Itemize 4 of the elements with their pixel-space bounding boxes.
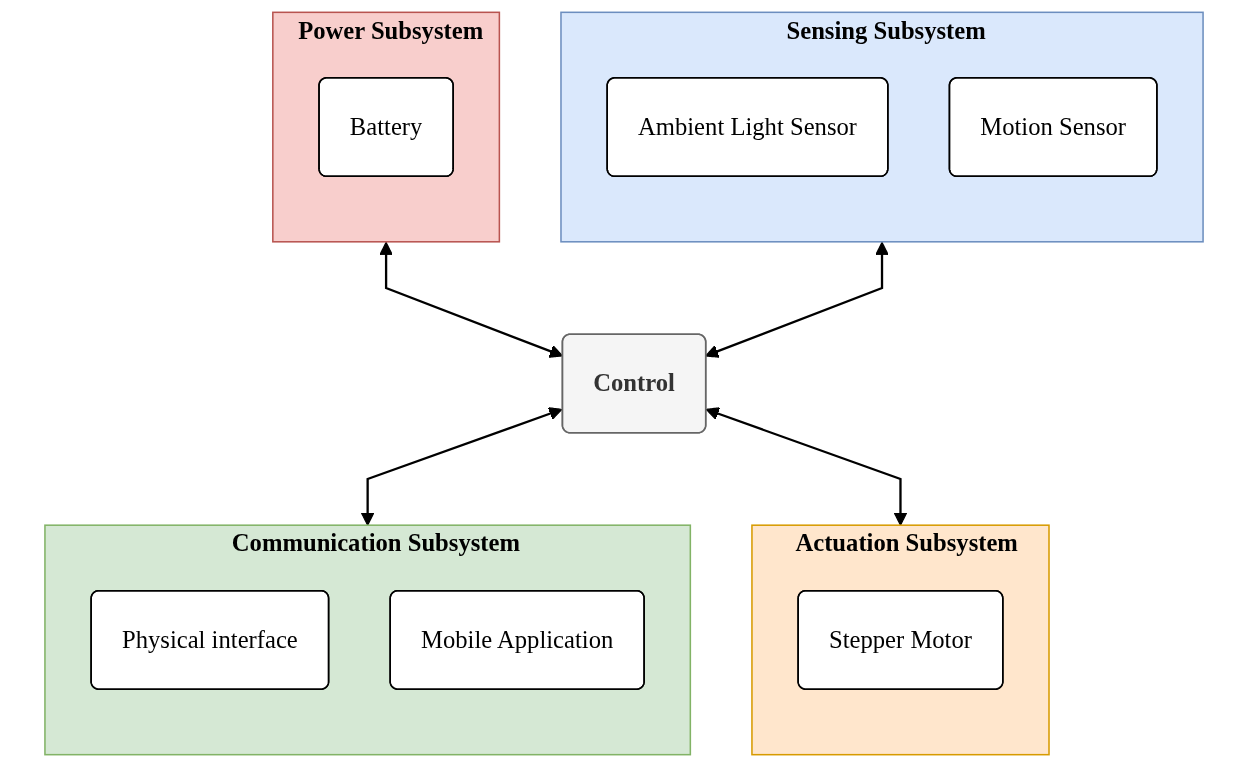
arrow	[705, 407, 908, 526]
arrow	[705, 241, 889, 358]
arrow	[360, 407, 563, 526]
arrow	[379, 241, 563, 358]
